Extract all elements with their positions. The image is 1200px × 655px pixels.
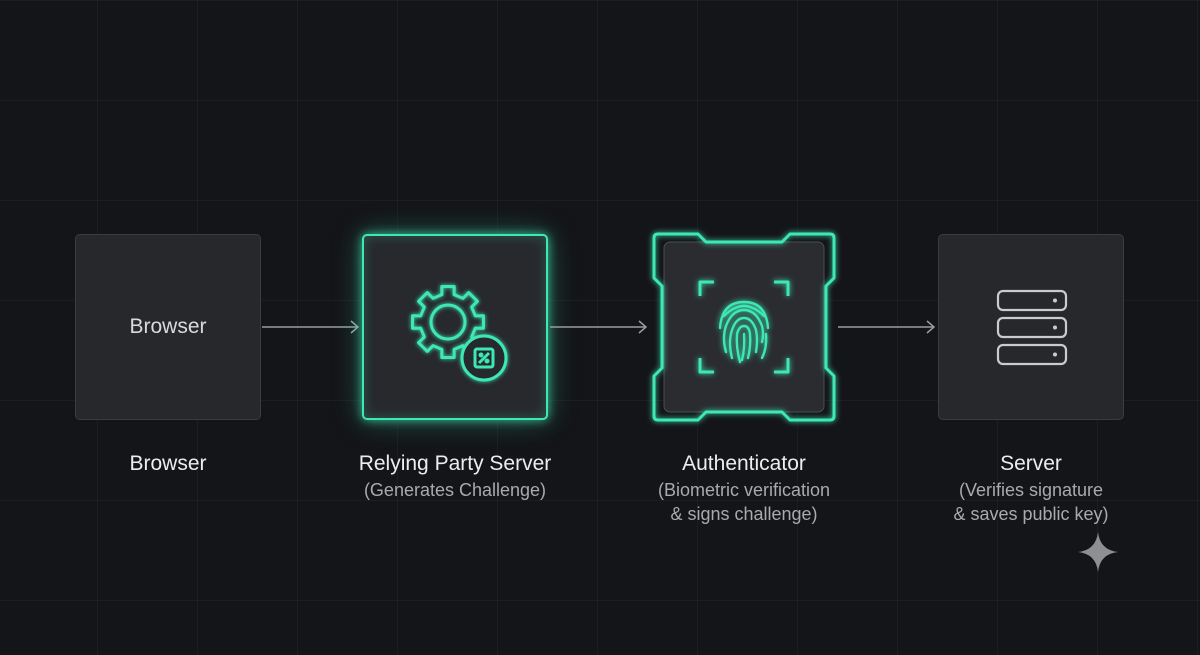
- server-subtitle-line-1: (Verifies signature: [958, 480, 1104, 500]
- server-node: [938, 234, 1124, 420]
- arrow-authenticator-to-server: [838, 320, 936, 334]
- arrow-browser-to-relying-party: [262, 320, 360, 334]
- relying-party-node: [362, 234, 548, 420]
- sparkle-icon: [1078, 532, 1118, 572]
- authenticator-subtitle-line-2: & signs challenge): [670, 504, 818, 524]
- relying-party-label: Relying Party Server (Generates Challeng…: [335, 450, 575, 502]
- browser-title: Browser: [129, 452, 207, 475]
- server-subtitle-line-2: & saves public key): [953, 504, 1109, 524]
- server-title: Server: [1000, 452, 1062, 475]
- authenticator-frame: [652, 232, 836, 422]
- authenticator-node: [650, 230, 838, 424]
- authenticator-label: Authenticator (Biometric verification & …: [624, 450, 864, 526]
- authenticator-title: Authenticator: [682, 452, 806, 475]
- server-stack-icon: [996, 289, 1068, 366]
- server-label: Server (Verifies signature & saves publi…: [911, 450, 1151, 526]
- relying-party-title: Relying Party Server: [358, 452, 552, 475]
- browser-label: Browser: [48, 450, 288, 478]
- authenticator-subtitle-line-1: (Biometric verification: [657, 480, 831, 500]
- browser-node-text: Browser: [129, 315, 207, 338]
- browser-node: Browser: [75, 234, 261, 420]
- arrow-relying-party-to-authenticator: [550, 320, 648, 334]
- relying-party-subtitle-line-1: (Generates Challenge): [363, 480, 547, 500]
- gear-key-icon: [411, 285, 508, 382]
